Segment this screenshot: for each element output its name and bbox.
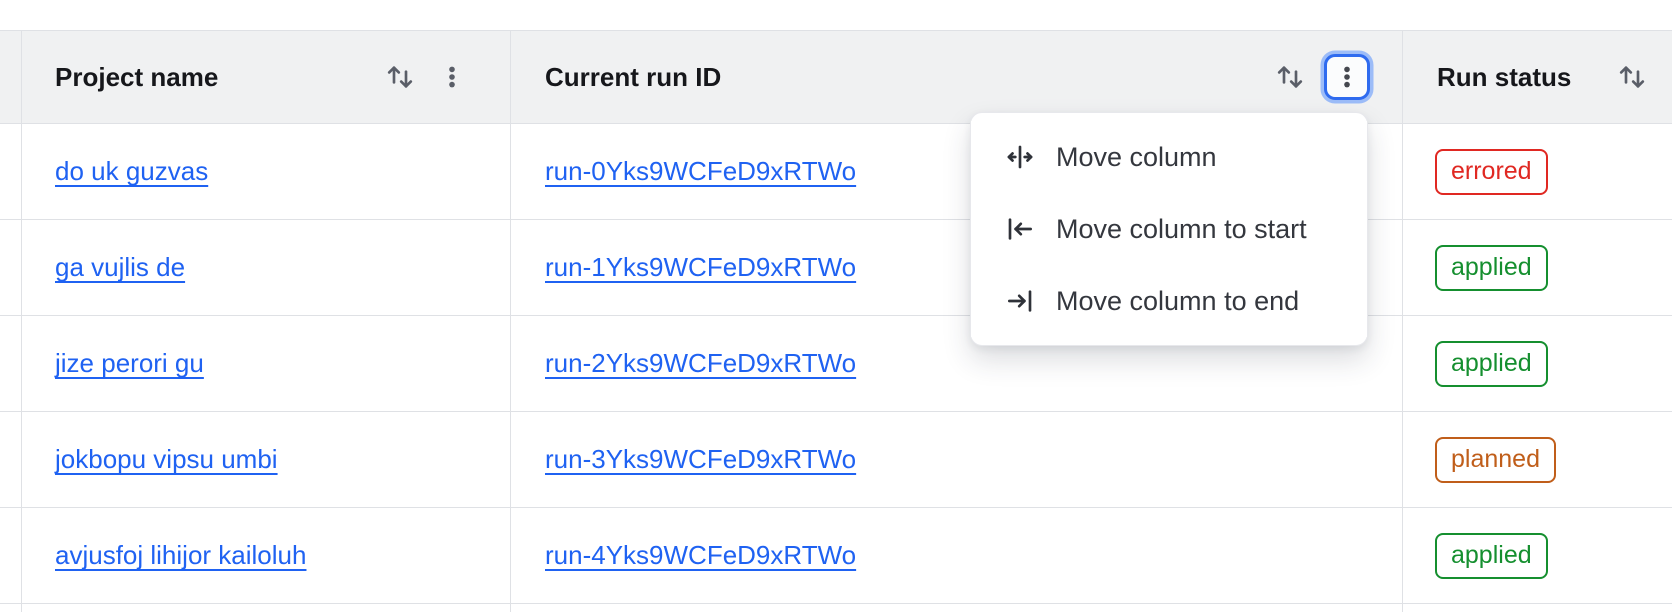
- menu-item-label: Move column to end: [1056, 285, 1300, 316]
- run-status-cell: applied: [1403, 508, 1672, 604]
- run-status-cell: errored: [1403, 124, 1672, 220]
- project-name-link[interactable]: jokbopu vipsu umbi: [55, 444, 278, 474]
- menu-item-label: Move column to start: [1056, 213, 1307, 244]
- sort-icon[interactable]: [1614, 59, 1650, 95]
- column-context-menu: Move column Move column to start Move co…: [970, 112, 1368, 346]
- status-badge: applied: [1435, 532, 1548, 579]
- run-id-link[interactable]: run-0Yks9WCFeD9xRTWo: [545, 156, 857, 186]
- project-name-cell: jokbopu vipsu umbi: [22, 412, 511, 508]
- partial-row-cell: [22, 604, 511, 612]
- kebab-menu-icon-active[interactable]: [1324, 54, 1370, 100]
- column-header-current-run-id: Current run ID: [511, 31, 1403, 124]
- status-badge: applied: [1435, 244, 1548, 291]
- move-column-icon: [1004, 141, 1036, 173]
- menu-item[interactable]: Move column to start: [971, 193, 1367, 265]
- move-column-to-start-icon: [1004, 213, 1036, 245]
- column-title-run-status: Run status: [1437, 61, 1572, 92]
- run-status-cell: applied: [1403, 316, 1672, 412]
- run-id-link[interactable]: run-1Yks9WCFeD9xRTWo: [545, 252, 857, 282]
- menu-item[interactable]: Move column: [971, 121, 1367, 193]
- project-name-link[interactable]: avjusfoj lihijor kailoluh: [55, 540, 307, 570]
- run-id-link[interactable]: run-3Yks9WCFeD9xRTWo: [545, 444, 857, 474]
- row-gutter-cell: [0, 220, 22, 316]
- project-name-cell: ga vujlis de: [22, 220, 511, 316]
- run-id-link[interactable]: run-4Yks9WCFeD9xRTWo: [545, 540, 857, 570]
- column-header-project-name: Project name: [22, 31, 511, 124]
- row-gutter-cell: [0, 508, 22, 604]
- data-table: Project name Current run ID: [0, 30, 1672, 612]
- kebab-menu-icon[interactable]: [434, 59, 470, 95]
- run-status-cell: applied: [1403, 220, 1672, 316]
- project-name-cell: avjusfoj lihijor kailoluh: [22, 508, 511, 604]
- status-badge: planned: [1435, 436, 1556, 483]
- run-id-cell: run-3Yks9WCFeD9xRTWo: [511, 412, 1403, 508]
- row-gutter-cell: [0, 412, 22, 508]
- partial-row-cell: [511, 604, 1403, 612]
- project-name-link[interactable]: ga vujlis de: [55, 252, 186, 282]
- run-id-cell: run-4Yks9WCFeD9xRTWo: [511, 508, 1403, 604]
- sort-icon[interactable]: [382, 59, 418, 95]
- status-badge: errored: [1435, 148, 1548, 195]
- run-status-cell: planned: [1403, 412, 1672, 508]
- project-name-cell: jize perori gu: [22, 316, 511, 412]
- header-gutter-cell: [0, 31, 22, 124]
- column-title-project-name: Project name: [55, 61, 219, 92]
- run-id-link[interactable]: run-2Yks9WCFeD9xRTWo: [545, 348, 857, 378]
- project-name-cell: do uk guzvas: [22, 124, 511, 220]
- status-badge: applied: [1435, 340, 1548, 387]
- menu-item-label: Move column: [1056, 141, 1217, 172]
- row-gutter-cell: [0, 124, 22, 220]
- column-title-current-run-id: Current run ID: [545, 61, 722, 92]
- row-gutter-cell: [0, 316, 22, 412]
- move-column-to-end-icon: [1004, 285, 1036, 317]
- project-name-link[interactable]: do uk guzvas: [55, 156, 209, 186]
- project-name-link[interactable]: jize perori gu: [55, 348, 204, 378]
- column-header-run-status: Run status: [1403, 31, 1672, 124]
- partial-row-gutter-cell: [0, 604, 22, 612]
- sort-icon[interactable]: [1272, 59, 1308, 95]
- partial-row-cell: [1403, 604, 1672, 612]
- menu-item[interactable]: Move column to end: [971, 265, 1367, 337]
